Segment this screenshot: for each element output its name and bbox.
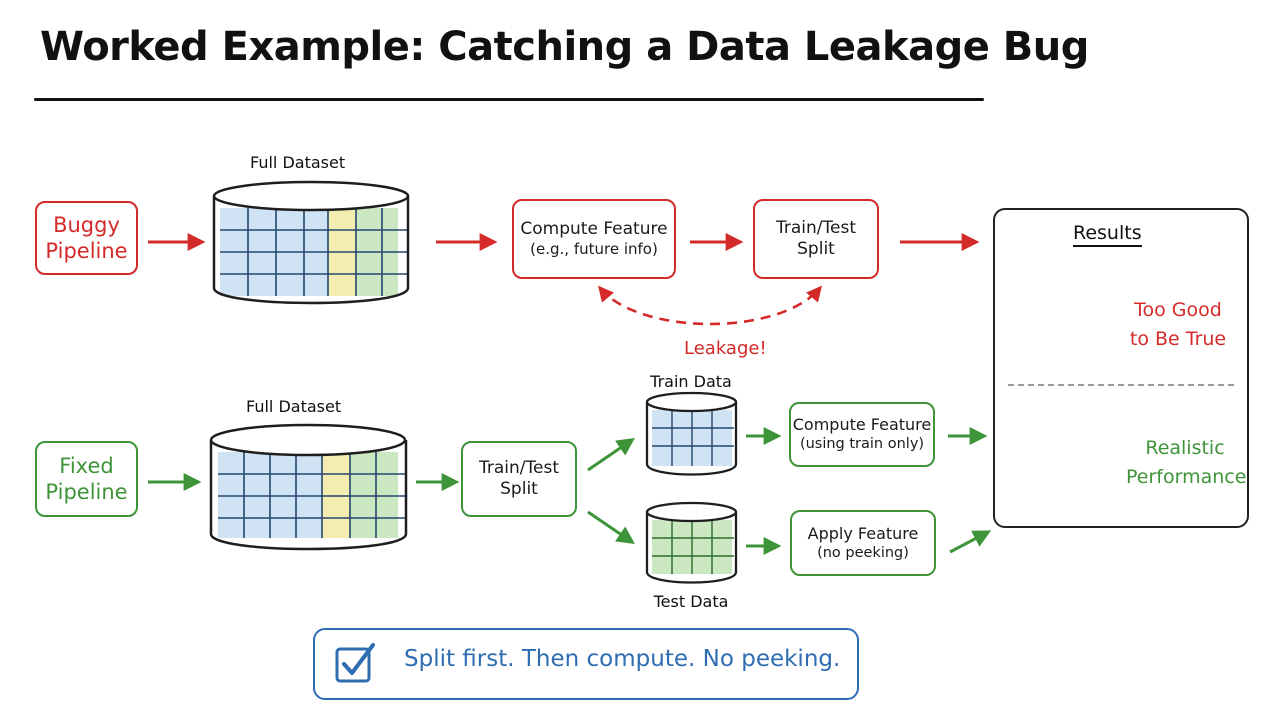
buggy-pipeline-label-line1: Buggy <box>53 212 120 237</box>
leakage-arrow <box>597 285 823 326</box>
buggy-split-line2: Split <box>797 239 835 259</box>
fixed-pipeline-label-line2: Pipeline <box>45 480 128 504</box>
fixed-pipeline-label-line1: Fixed <box>59 453 114 478</box>
arrow-split-to-train <box>587 437 635 472</box>
arrow-apply-to-results <box>949 530 992 554</box>
buggy-train-test-split-box: Train/Test Split <box>753 199 879 279</box>
test-data-label: Test Data <box>653 592 729 611</box>
takeaway-callout <box>313 628 859 700</box>
apply-feature-box: Apply Feature (no peeking) <box>790 510 936 576</box>
results-panel <box>993 208 1249 528</box>
apply-feature-line1: Apply Feature <box>807 523 919 543</box>
takeaway-text: Split first. Then compute. No peeking. <box>404 646 841 672</box>
realistic-label: Realistic Performance <box>1126 434 1247 491</box>
fixed-train-test-split-box: Train/Test Split <box>461 441 577 517</box>
realistic-line1: Realistic <box>1145 437 1225 459</box>
buggy-pipeline-box: Buggy Pipeline <box>35 201 138 275</box>
too-good-line2: to Be True <box>1129 327 1227 350</box>
fixed-split-line2: Split <box>500 479 538 499</box>
fixed-pipeline-box: Fixed Pipeline <box>35 441 138 517</box>
fixed-dataset-label: Full Dataset <box>246 397 342 416</box>
fixed-full-dataset-cylinder <box>209 423 408 551</box>
buggy-compute-line1: Compute Feature <box>520 219 668 239</box>
fixed-compute-line2: (using train only) <box>799 436 925 453</box>
fixed-compute-line1: Compute Feature <box>792 415 932 435</box>
too-good-line1: Too Good <box>1134 299 1222 321</box>
fixed-split-line1: Train/Test <box>479 457 559 478</box>
buggy-full-dataset-cylinder <box>212 180 410 305</box>
realistic-line2: Performance <box>1126 465 1247 488</box>
train-data-label: Train Data <box>650 372 732 391</box>
buggy-compute-line2: (e.g., future info) <box>530 240 658 259</box>
buggy-split-line1: Train/Test <box>776 217 856 238</box>
fixed-compute-feature-box: Compute Feature (using train only) <box>789 402 935 467</box>
train-data-cylinder <box>645 391 738 476</box>
buggy-pipeline-label-line2: Pipeline <box>45 239 128 263</box>
arrow-split-to-test <box>587 510 635 545</box>
buggy-compute-feature-box: Compute Feature (e.g., future info) <box>512 199 676 279</box>
test-data-cylinder <box>645 501 738 584</box>
buggy-dataset-label: Full Dataset <box>250 153 346 172</box>
leakage-label: Leakage! <box>684 338 767 359</box>
checkbox-icon <box>335 643 375 683</box>
title-underline <box>34 98 984 101</box>
too-good-label: Too Good to Be True <box>1128 296 1228 353</box>
results-title: Results <box>1073 222 1142 247</box>
apply-feature-line2: (no peeking) <box>817 544 909 561</box>
results-divider <box>1008 384 1234 386</box>
page-title: Worked Example: Catching a Data Leakage … <box>40 24 1089 70</box>
